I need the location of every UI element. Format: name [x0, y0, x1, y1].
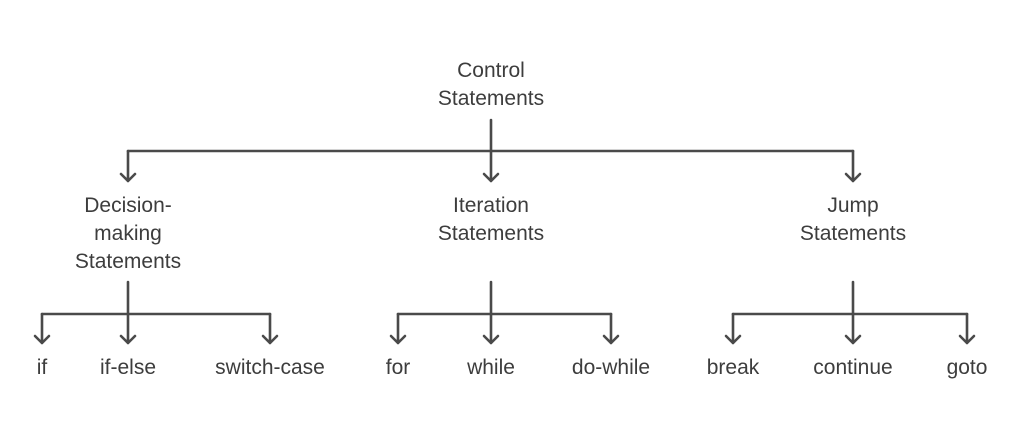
- leaf-node-do-while: do-while: [571, 356, 651, 379]
- category-node-iteration: Iteration Statements: [391, 192, 591, 248]
- arrow-to-decision: [119, 149, 137, 183]
- arrow-to-if: [33, 312, 51, 345]
- leaf-node-break: break: [706, 356, 760, 379]
- root-label-line-1: Control: [457, 59, 525, 82]
- iteration-connectors: [389, 280, 620, 345]
- arrow-to-switch-case: [261, 312, 279, 345]
- arrow-to-iteration: [482, 149, 500, 183]
- leaf-node-if: if: [36, 356, 48, 379]
- arrow-to-while: [482, 312, 500, 345]
- decision-label-line-3: Statements: [74, 250, 182, 273]
- arrow-to-jump: [844, 149, 862, 183]
- leaf-node-switch-case: switch-case: [215, 356, 325, 379]
- root-node-control-statements: Control Statements: [391, 57, 591, 113]
- arrow-to-for: [389, 312, 407, 345]
- root-label-line-2: Statements: [437, 87, 545, 110]
- iteration-label-line-2: Statements: [437, 222, 545, 245]
- leaf-node-for: for: [385, 356, 411, 379]
- jump-connectors: [724, 280, 976, 345]
- leaf-node-while: while: [467, 356, 515, 379]
- iteration-label-line-1: Iteration: [453, 194, 529, 217]
- decision-connectors: [33, 280, 279, 345]
- arrow-to-goto: [958, 312, 976, 345]
- leaf-node-continue: continue: [813, 356, 893, 379]
- leaf-node-goto: goto: [946, 356, 988, 379]
- jump-label-line-1: Jump: [827, 194, 879, 217]
- leaf-node-if-else: if-else: [99, 356, 157, 379]
- arrow-to-break: [724, 312, 742, 345]
- arrow-to-continue: [844, 312, 862, 345]
- arrow-to-do-while: [602, 312, 620, 345]
- category-node-jump: Jump Statements: [753, 192, 953, 248]
- jump-label-line-2: Statements: [799, 222, 907, 245]
- root-connectors: [119, 118, 862, 183]
- category-node-decision-making: Decision- making Statements: [28, 192, 228, 276]
- arrow-to-if-else: [119, 312, 137, 345]
- decision-label-line-2: making: [94, 222, 162, 245]
- decision-label-line-1: Decision-: [84, 194, 172, 217]
